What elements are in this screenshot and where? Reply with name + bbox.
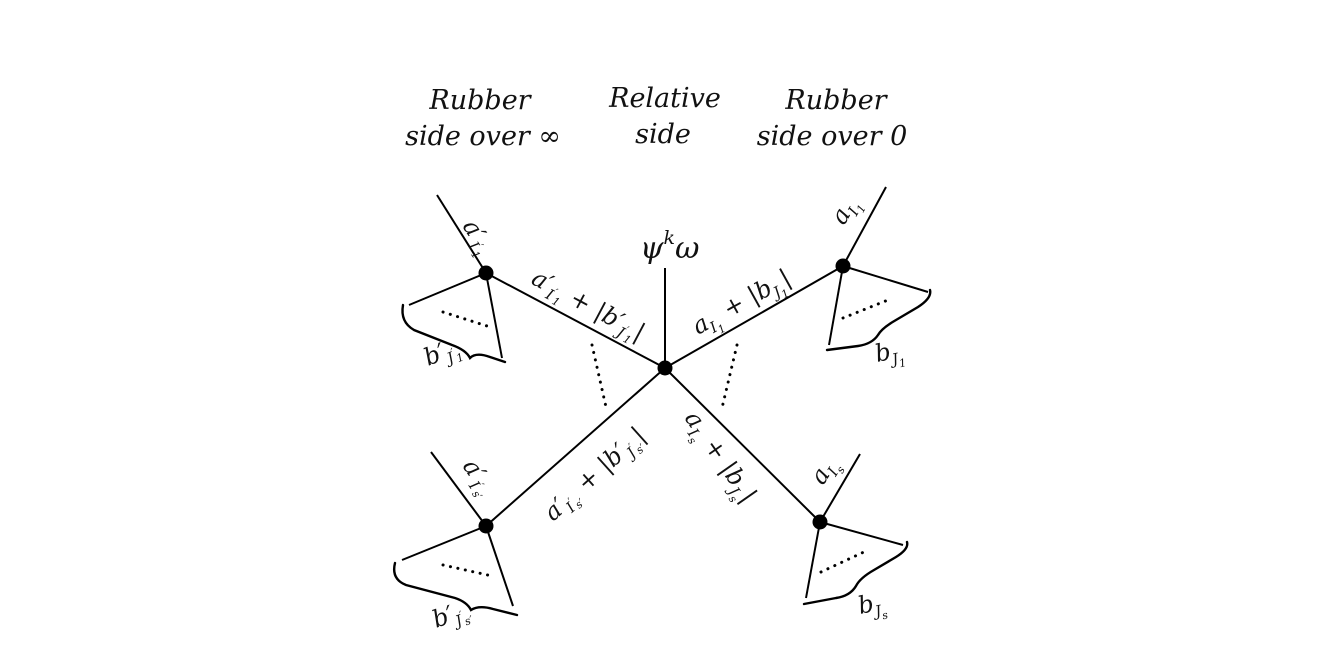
vertex-lower-left [478, 518, 494, 534]
vertex-group-lower-left [392, 451, 519, 617]
vertex-upper-right [835, 258, 851, 274]
svg-text:Rubber: Rubber [784, 85, 888, 116]
label-a-prime-is-outer: a′I′s′ [453, 453, 501, 502]
edge-center-lower-left [485, 367, 666, 527]
label-a-prime-i1-outer: a′I′1 [453, 214, 500, 261]
label-b-prime-js-leaves: b′J′s′ [428, 594, 475, 638]
vertex-center [657, 360, 673, 376]
label-upper-right-edge: aI1+|bJ1| [687, 263, 798, 346]
center-insertion-label: ψkω [640, 227, 700, 266]
svg-text:side: side [635, 119, 691, 150]
edge-center-upper-left [485, 272, 666, 369]
edge-center-lower-right [664, 367, 821, 523]
label-b-j1-leaves: bJ1 [872, 335, 907, 375]
vertex-group-upper-left [401, 194, 507, 364]
vertex-upper-left [478, 265, 494, 281]
label-upper-left-edge: a′I′1+|b′J′1| [525, 264, 650, 351]
label-b-js-leaves: bJs [855, 587, 889, 627]
svg-text:Rubber: Rubber [428, 85, 532, 116]
header-relative-side: Relative side [608, 83, 721, 150]
label-a-i1-outer: aI1 [825, 191, 869, 232]
header-rubber-zero: Rubber side over 0 [757, 85, 908, 152]
label-b-prime-j1-leaves: b′J′1 [420, 332, 466, 376]
label-lower-left-edge: a′I′s′+|b′J′s′| [538, 421, 654, 530]
edge-center-upper-right [664, 265, 844, 369]
ellipsis-left-edges [590, 343, 608, 409]
svg-text:Relative: Relative [608, 83, 721, 114]
vertex-lower-right [812, 514, 828, 530]
vertex-group-upper-right [825, 186, 932, 352]
ellipsis-right-edges [720, 343, 739, 410]
header-rubber-infinity: Rubber side over ∞ [405, 85, 561, 152]
vertex-group-lower-right [802, 453, 909, 606]
svg-text:side over 0: side over 0 [757, 121, 908, 152]
svg-text:side over ∞: side over ∞ [405, 121, 561, 152]
